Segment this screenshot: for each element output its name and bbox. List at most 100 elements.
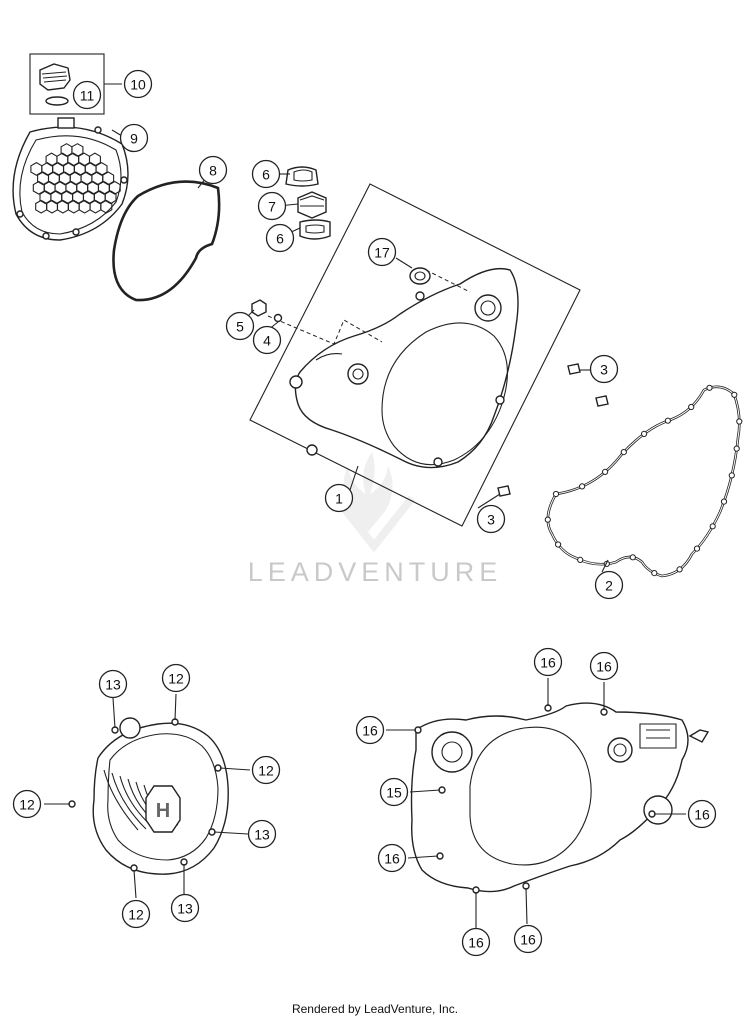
grille-cell xyxy=(104,190,117,205)
gasket-bolt-hole xyxy=(555,541,562,548)
callout-c-10: 10 xyxy=(123,69,153,99)
watermark-brand: LEADVENTURE xyxy=(248,557,503,587)
cover-logo-letter: H xyxy=(156,800,170,822)
callout-circle xyxy=(461,927,491,957)
callout-circle xyxy=(98,669,128,699)
gasket-bolt-hole xyxy=(688,403,695,411)
part-oil-filler-plug xyxy=(29,53,105,115)
callout-circle xyxy=(252,325,282,355)
callout-c-11: 11 xyxy=(72,80,102,110)
part-cover-grille xyxy=(12,117,129,241)
callout-label: 12 xyxy=(168,671,184,687)
grille-cell xyxy=(71,143,84,157)
callout-label: 4 xyxy=(263,333,271,349)
gasket-bolt-hole xyxy=(544,516,551,523)
callout-circle xyxy=(198,155,228,185)
callout-label: 10 xyxy=(130,77,146,93)
callout-c-16c: 16 xyxy=(355,715,385,745)
callout-c-17: 17 xyxy=(367,237,397,267)
leader-lines xyxy=(44,83,686,928)
dashed-guide xyxy=(267,315,383,345)
callout-label: 13 xyxy=(254,827,270,843)
callout-c-16f: 16 xyxy=(461,927,491,957)
callout-c-8: 8 xyxy=(198,155,228,185)
callout-label: 12 xyxy=(258,763,274,779)
part-inner-gasket xyxy=(544,384,743,578)
callout-c-15: 15 xyxy=(379,777,409,807)
callout-circle xyxy=(123,69,153,99)
gasket-bolt-hole xyxy=(736,418,743,425)
callout-circle xyxy=(594,570,624,600)
dashed-guide xyxy=(425,269,471,293)
callout-c-12a: 12 xyxy=(161,663,191,693)
part-shaft-seal xyxy=(409,267,431,285)
gasket-bolt-hole xyxy=(733,445,740,452)
callout-circle xyxy=(589,651,619,681)
cover-fin xyxy=(103,769,139,831)
part-outer-gasket xyxy=(112,180,221,302)
callout-label: 11 xyxy=(80,88,95,104)
callout-circle xyxy=(377,843,407,873)
callout-label: 16 xyxy=(362,723,378,739)
part-outer-cover: H xyxy=(68,717,229,875)
callout-circle xyxy=(170,893,200,923)
callout-circle xyxy=(161,663,191,693)
part-inner-cover xyxy=(410,702,710,894)
gasket-bolt-hole xyxy=(641,430,648,437)
gasket-bolt-hole xyxy=(577,556,584,564)
callout-label: 6 xyxy=(262,167,270,183)
gasket-bolt-hole xyxy=(664,417,672,424)
callout-c-6b: 6 xyxy=(265,223,295,253)
part-dowel-sleeves xyxy=(497,363,609,497)
callout-label: 3 xyxy=(600,362,608,378)
footer-credit: Rendered by LeadVenture, Inc. xyxy=(291,1002,459,1016)
gasket-bolt-hole xyxy=(651,570,658,577)
callout-c-3b: 3 xyxy=(476,504,506,534)
callout-circle xyxy=(12,789,42,819)
callout-label: 16 xyxy=(468,935,484,951)
callout-label: 12 xyxy=(128,907,144,923)
part-screw-washer xyxy=(251,299,283,323)
callout-label: 6 xyxy=(276,231,284,247)
callout-c-7: 7 xyxy=(257,191,287,221)
callout-label: 16 xyxy=(384,851,400,867)
callout-circle xyxy=(72,80,102,110)
gasket-bolt-hole xyxy=(706,384,713,391)
callout-circle xyxy=(379,777,409,807)
callout-c-5: 5 xyxy=(225,311,255,341)
callout-c-16d: 16 xyxy=(377,843,407,873)
callout-c-1: 1 xyxy=(324,483,354,513)
callout-label: 13 xyxy=(177,901,193,917)
callout-label: 5 xyxy=(236,319,244,335)
callout-label: 13 xyxy=(105,677,121,693)
callout-c-16g: 16 xyxy=(513,924,543,954)
cover-fin xyxy=(111,772,147,830)
watermark-flame-icon xyxy=(343,452,393,532)
callout-circle xyxy=(355,715,385,745)
callout-c-13c: 13 xyxy=(170,893,200,923)
gasket-bolt-hole xyxy=(720,498,728,505)
gasket-bolt-hole xyxy=(620,449,627,456)
callout-circle xyxy=(119,123,149,153)
callout-circle xyxy=(251,755,281,785)
callout-circle xyxy=(225,311,255,341)
part-clutch-cover xyxy=(289,267,519,469)
callout-label: 16 xyxy=(694,807,710,823)
callout-c-16a: 16 xyxy=(533,647,563,677)
gasket-bolt-hole xyxy=(552,490,560,498)
gasket-bolt-hole xyxy=(676,566,683,573)
callout-c-3a: 3 xyxy=(589,354,619,384)
callout-circle xyxy=(513,924,543,954)
callout-label: 16 xyxy=(596,659,612,675)
grille-cell xyxy=(102,171,115,186)
gasket-bolt-hole xyxy=(602,468,609,475)
callout-label: 7 xyxy=(268,199,276,215)
gasket-bolt-hole xyxy=(693,545,701,552)
grille-cell xyxy=(100,199,113,214)
gasket-bolt-hole xyxy=(731,391,738,398)
gasket-bolt-hole xyxy=(629,554,636,561)
gasket-bolt-hole xyxy=(579,483,586,490)
callout-circle xyxy=(265,223,295,253)
